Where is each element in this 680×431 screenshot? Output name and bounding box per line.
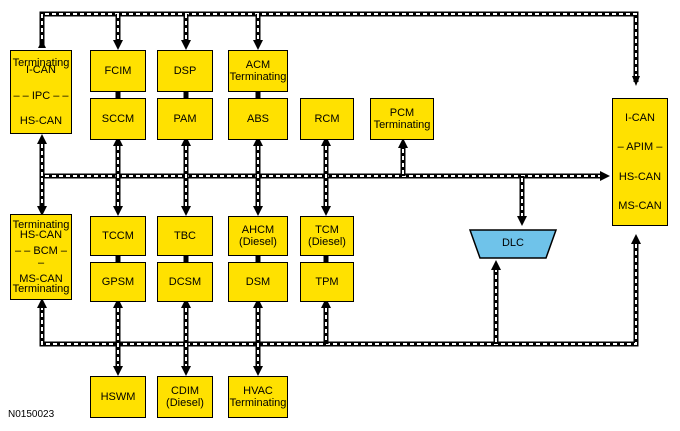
apim-label: – APIM – — [617, 141, 663, 154]
dsp-label: DSP — [173, 65, 197, 77]
dsp-module: DSP — [157, 50, 213, 92]
tccm-module: TCCM — [90, 216, 146, 256]
fcim-module: FCIM — [90, 50, 146, 92]
acm-module: ACM Terminating — [228, 50, 288, 92]
bcm-terminating-top: Terminating — [12, 219, 70, 231]
pcm-label: PCM — [389, 107, 415, 119]
apim-hs-can: HS-CAN — [618, 170, 662, 183]
sccm-module: SCCM — [90, 98, 146, 140]
hvac-label: HVAC — [243, 385, 273, 397]
ipc-label: – – IPC – – — [13, 89, 69, 102]
ahcm-label: AHCM — [241, 224, 275, 236]
tccm-label: TCCM — [102, 230, 134, 242]
i-can-drops — [115, 14, 261, 44]
pam-label: PAM — [173, 113, 197, 125]
tbc-label: TBC — [174, 230, 196, 242]
cdim-diesel: (Diesel) — [166, 397, 204, 409]
hswm-module: HSWM — [90, 376, 146, 418]
ipc-i-can: I-CAN — [26, 64, 56, 77]
bcm-label: – – BCM – – — [15, 245, 67, 269]
cdim-label: CDIM — [170, 385, 200, 397]
acm-terminating: Terminating — [229, 71, 287, 83]
gpsm-module: GPSM — [90, 262, 146, 302]
bcm-ms-can: MS-CAN — [19, 273, 63, 285]
tpm-module: TPM — [300, 262, 354, 302]
rcm-module: RCM — [300, 98, 354, 140]
tcm-module: TCM (Diesel) — [300, 216, 354, 256]
ipc-module: Terminating I-CAN – – IPC – – HS-CAN — [10, 50, 72, 134]
bcm-hs-can: HS-CAN — [19, 229, 63, 241]
i-can-bus — [38, 11, 640, 86]
bcm-module: Terminating HS-CAN – – BCM – – MS-CAN Te… — [10, 214, 72, 300]
ms-can-bus — [37, 234, 641, 347]
pcm-terminating: Terminating — [373, 119, 431, 131]
figure-id: N0150023 — [8, 409, 55, 420]
abs-module: ABS — [228, 98, 288, 140]
pam-module: PAM — [157, 98, 213, 140]
dlc-label: DLC — [501, 237, 524, 249]
tpm-label: TPM — [315, 276, 339, 288]
ipc-terminating: Terminating — [12, 57, 70, 69]
gpsm-label: GPSM — [101, 276, 135, 288]
ahcm-module: AHCM (Diesel) — [228, 216, 288, 256]
dsm-label: DSM — [245, 276, 271, 288]
dcsm-label: DCSM — [168, 276, 202, 288]
dlc-connector — [468, 229, 558, 259]
hs-can-bus — [37, 134, 610, 216]
dsm-module: DSM — [228, 262, 288, 302]
hswm-label: HSWM — [100, 391, 136, 403]
sccm-label: SCCM — [101, 113, 135, 125]
apim-ms-can: MS-CAN — [618, 200, 662, 213]
fcim-label: FCIM — [104, 65, 132, 77]
tbc-module: TBC — [157, 216, 213, 256]
apim-i-can: I-CAN — [625, 111, 655, 124]
abs-label: ABS — [246, 113, 269, 125]
tcm-diesel: (Diesel) — [308, 236, 346, 248]
bcm-terminating-bottom: Terminating — [12, 283, 70, 295]
cdim-module: CDIM (Diesel) — [157, 376, 213, 418]
pcm-module: PCM Terminating — [370, 98, 434, 140]
tcm-label: TCM — [315, 224, 339, 236]
hvac-module: HVAC Terminating — [228, 376, 288, 418]
ahcm-diesel: (Diesel) — [239, 236, 277, 248]
rcm-label: RCM — [314, 113, 340, 125]
ipc-hs-can: HS-CAN — [19, 114, 63, 127]
apim-module: I-CAN – APIM – HS-CAN MS-CAN — [612, 98, 668, 226]
acm-label: ACM — [245, 59, 271, 71]
dcsm-module: DCSM — [157, 262, 213, 302]
hvac-terminating: Terminating — [229, 397, 287, 409]
